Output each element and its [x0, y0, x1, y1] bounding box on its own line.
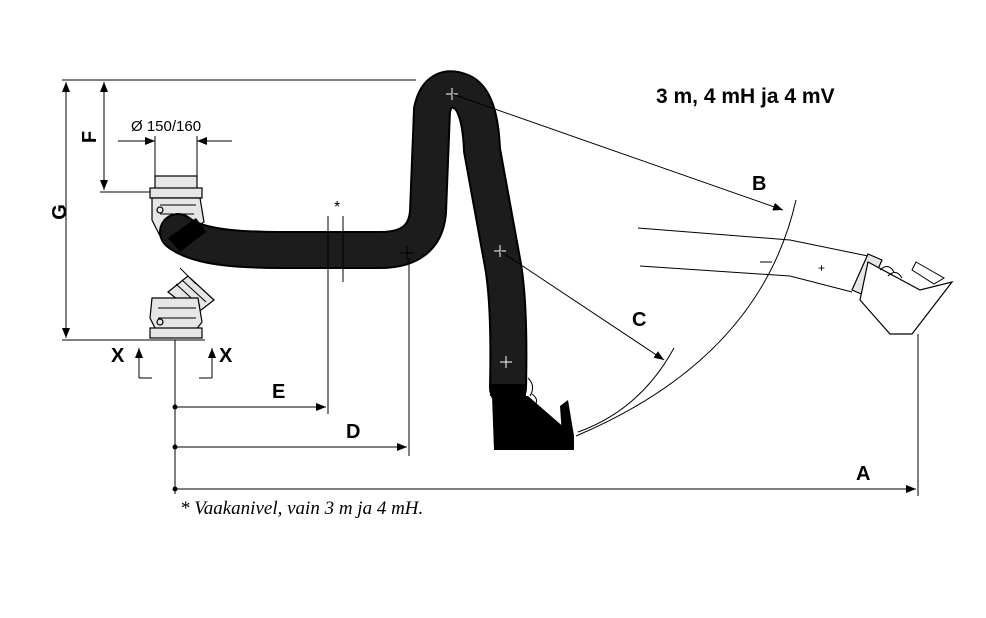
diameter-label: Ø 150/160	[131, 118, 201, 135]
dimension-d-label: D	[346, 421, 360, 443]
horizontal-joint-asterisk: *	[334, 199, 340, 216]
dimension-g-label: G	[49, 204, 71, 220]
radius-c-arc	[577, 347, 675, 433]
footnote: * Vaakanivel, vain 3 m ja 4 mH.	[180, 498, 423, 519]
dimension-c-label: C	[632, 309, 646, 331]
section-x-right: X	[199, 345, 233, 379]
wall-mount-lower	[149, 267, 215, 339]
dimension-a: A	[172, 463, 916, 493]
section-x-left-label: X	[111, 345, 125, 367]
dimension-e: E	[172, 381, 326, 411]
section-x-left: X	[111, 345, 152, 379]
diagram-title: 3 m, 4 mH ja 4 mV	[656, 85, 835, 108]
tube-collar	[168, 218, 206, 252]
arm-extended-outline: +	[637, 227, 954, 335]
dimension-e-label: E	[272, 381, 285, 403]
dimension-b-label: B	[752, 173, 766, 195]
section-x-right-label: X	[219, 345, 233, 367]
extended-pivot-mark: +	[818, 261, 825, 275]
radius-b-arc	[575, 199, 797, 437]
dimension-d: D	[172, 421, 407, 451]
dimension-g: G	[49, 82, 71, 338]
dimension-f-label: F	[79, 131, 101, 143]
dimension-f: F	[79, 82, 108, 190]
arm-tube	[159, 70, 528, 407]
hood-retracted	[490, 377, 574, 450]
dimension-a-label: A	[856, 463, 870, 485]
radius-b-line	[451, 93, 784, 211]
radius-c-line	[499, 250, 665, 361]
